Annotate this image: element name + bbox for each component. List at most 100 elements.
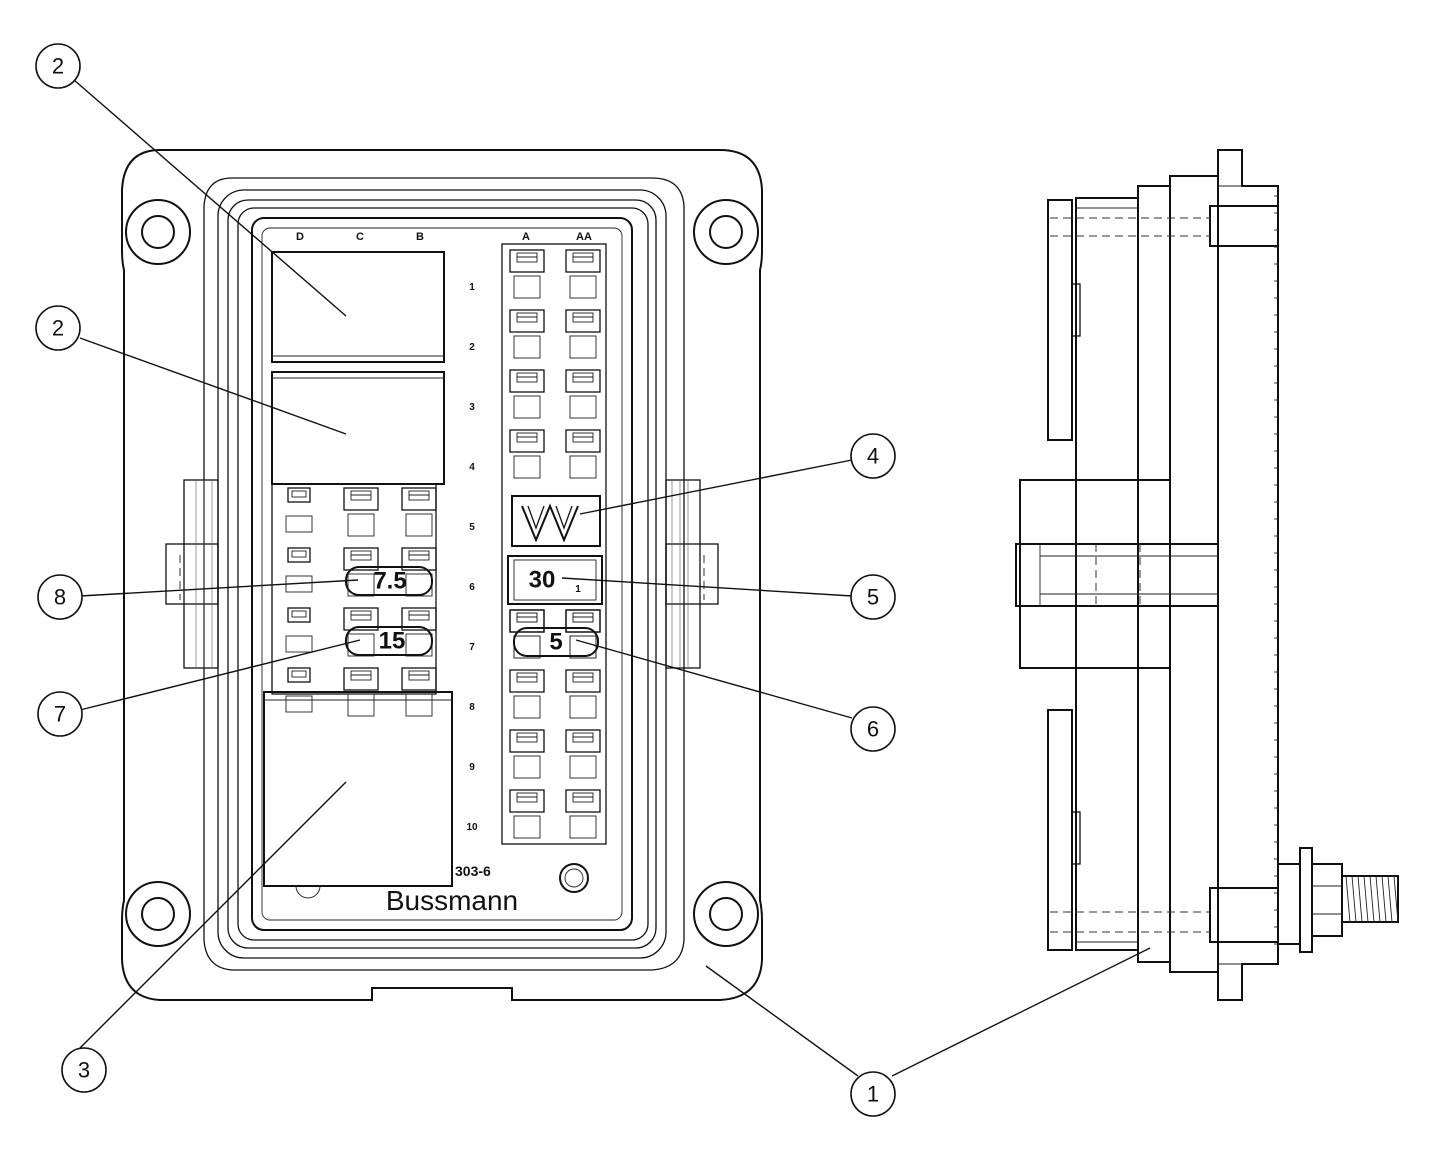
column-label-b: B [416,231,424,243]
callout-7: 7 [37,691,83,737]
row-label-7: 7 [469,642,475,653]
fuse-terminal-c-8 [343,667,379,717]
callout-5: 5 [850,574,896,620]
fuse-cells-left [285,487,437,717]
relay-top [271,251,445,363]
row-label-6: 6 [469,582,475,593]
callout-3: 3 [61,1047,107,1093]
row-label-10: 10 [466,822,478,833]
panel-face [251,217,633,931]
side-body-back [1169,175,1219,973]
fuse-terminal-aa-4 [565,429,601,479]
fuse-terminal-aa-1 [565,249,601,299]
column-label-d: D [296,231,304,243]
svg-text:6: 6 [867,717,879,742]
relay-large [263,691,453,887]
side-latch [1019,479,1171,669]
maxi-fuse-sublabel: 1 [575,584,581,595]
part-number: 303-6 [455,863,491,879]
leader-lines [73,79,1151,1077]
row-label-3: 3 [469,402,475,413]
side-body-mid [1137,185,1171,963]
mount-hole-top-left [125,199,191,265]
side-stud [1277,847,1399,953]
side-flange [1217,149,1279,1001]
gasket-middle [227,199,657,949]
fuse-terminal-a-8 [509,669,545,719]
svg-text:2: 2 [52,316,64,341]
maxi-fuse-label: 30 [529,567,556,594]
side-gasket [1075,197,1139,951]
callout-6: 6 [850,706,896,752]
fuse-terminal-a-4 [509,429,545,479]
callout-4: 4 [850,433,896,479]
latch-right [665,479,719,669]
callout-8: 8 [37,574,83,620]
fuse-slot-d-7 [287,607,311,623]
brand-logo: Bussmann [386,885,518,916]
row-label-5: 5 [469,522,475,533]
mini-fuse-15-label: 15 [379,628,406,655]
fuse-cells-right [509,249,601,839]
callout-1: 1 [850,1071,896,1117]
fuse-terminal-a-10 [509,789,545,839]
side-mount-bottom [1209,887,1279,943]
svg-text:1: 1 [867,1082,879,1107]
panel-screw [559,863,589,893]
svg-text:4: 4 [867,444,879,469]
side-view [1015,149,1399,1001]
enclosure-lip [203,177,685,971]
svg-text:3: 3 [78,1058,90,1083]
fuse-terminal-aa-7 [565,609,601,659]
fuse-terminal-b-5 [401,487,437,537]
svg-text:2: 2 [52,54,64,79]
fuse-terminal-a-1 [509,249,545,299]
column-label-aa: AA [576,231,592,243]
mount-hole-top-right [693,199,759,265]
side-cover-bottom [1047,709,1073,951]
mini-fuse-7-5: 7.5 [345,566,433,596]
mini-fuse-7-5-label: 7.5 [373,568,406,595]
side-ribs [1274,195,1278,945]
row-label-4: 4 [469,462,475,473]
column-label-a: A [522,231,530,243]
panel-screw-partial [295,885,321,899]
row-label-1: 1 [469,282,475,293]
fuse-terminal-c-5 [343,487,379,537]
flasher-relay [511,495,601,547]
row-label-9: 9 [469,762,475,773]
fuse-slot-d-5 [287,487,311,503]
side-mount-top [1209,205,1279,247]
row-label-2: 2 [469,342,475,353]
fuse-terminal-a-2 [509,309,545,359]
ato-fuse-right-label: 5 [549,629,562,656]
svg-text:5: 5 [867,585,879,610]
fuse-terminal-aa-3 [565,369,601,419]
fuse-slot-d-8 [287,667,311,683]
fuse-slot-d-6 [287,547,311,563]
front-view: D C B A AA 1 2 3 4 5 6 7 8 9 10 [121,149,763,1001]
ato-fuse-right: 5 [513,627,599,657]
row-label-8: 8 [469,702,475,713]
latch-left [165,479,219,669]
relay-second [271,371,445,485]
mount-hole-bottom-left [125,881,191,947]
panel-inner [261,227,623,921]
mount-hole-bottom-right [693,881,759,947]
fuse-block-left-frame [271,483,437,695]
fuse-terminal-aa-2 [565,309,601,359]
gasket-inner [237,207,649,941]
fuse-terminal-aa-8 [565,669,601,719]
mini-fuse-15: 15 [345,626,433,656]
enclosure-flange [121,149,763,1001]
column-label-c: C [356,231,364,243]
fuse-terminal-aa-9 [565,729,601,779]
callout-2-second: 2 [35,305,81,351]
side-latch-bar [1015,543,1219,607]
svg-text:8: 8 [54,585,66,610]
fuse-terminal-a-9 [509,729,545,779]
fuse-terminal-c-6 [343,547,379,597]
fuse-terminal-aa-10 [565,789,601,839]
fuse-terminal-b-8 [401,667,437,717]
